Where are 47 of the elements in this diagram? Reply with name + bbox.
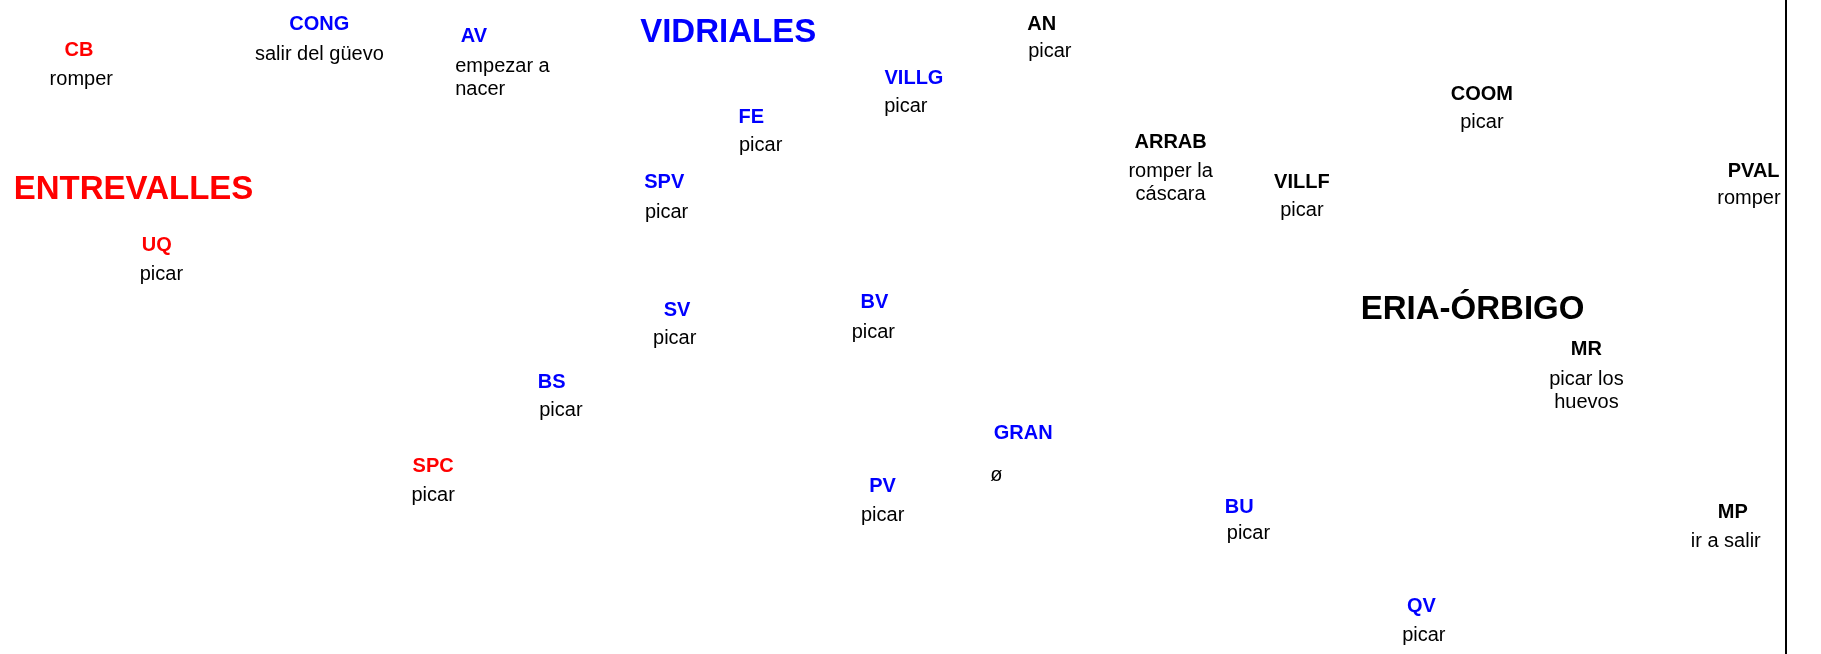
dialect-word: salir del güevo [254,41,384,65]
place-code: SPV [644,169,685,193]
region-name: VIDRIALES [640,12,817,51]
dialect-word: romper la cáscara [1127,159,1214,206]
dialect-word: romper [1717,185,1781,209]
place-code: BU [1224,494,1254,518]
dialect-word: picar [1028,38,1072,62]
place-code: SV [663,297,691,321]
region-name: ENTREVALLES [13,169,254,208]
dialect-word: romper [49,66,113,90]
dialect-word: picar [1402,622,1446,646]
place-code: BS [537,369,566,393]
place-code: MP [1717,499,1748,523]
place-code: AV [460,23,487,47]
place-code: VILLF [1274,169,1330,193]
dialect-word: picar [884,93,928,116]
dialect-word: picar [539,397,583,421]
dialect-word: picar [860,502,905,526]
place-code: BV [860,289,889,313]
dialect-word: ir a salir [1690,528,1761,552]
place-code: PV [869,473,896,497]
place-code: GRAN [993,420,1053,444]
place-code: QV [1407,593,1436,617]
place-code: CONG [289,11,350,35]
place-code: FE [738,104,765,128]
dialect-word: picar [1226,520,1271,544]
region-name: ERIA-ÓRBIGO [1360,288,1585,327]
place-code: AN [1027,11,1057,35]
dialect-word: picar [653,325,697,349]
dialect-word: picar [1280,197,1324,221]
dialect-word: picar [139,261,184,285]
dialect-word: picar [851,319,895,343]
dialect-word: picar [739,132,783,156]
place-code: VILLG [884,65,944,89]
place-code: UQ [141,232,172,256]
place-code: COOM [1450,81,1513,105]
place-code: SPC [412,453,454,477]
place-code: PVAL [1727,158,1780,182]
place-code: MR [1570,336,1602,360]
place-code: ARRAB [1134,129,1207,152]
dialect-word: picar [644,199,689,223]
dialect-word: ø [990,462,1003,486]
place-code: CB [64,37,94,61]
dialect-word: picar los huevos [1548,367,1625,414]
dialect-word: empezar a nacer [455,53,551,100]
dialect-word: picar [1460,109,1504,133]
dialect-word: picar [411,482,455,506]
